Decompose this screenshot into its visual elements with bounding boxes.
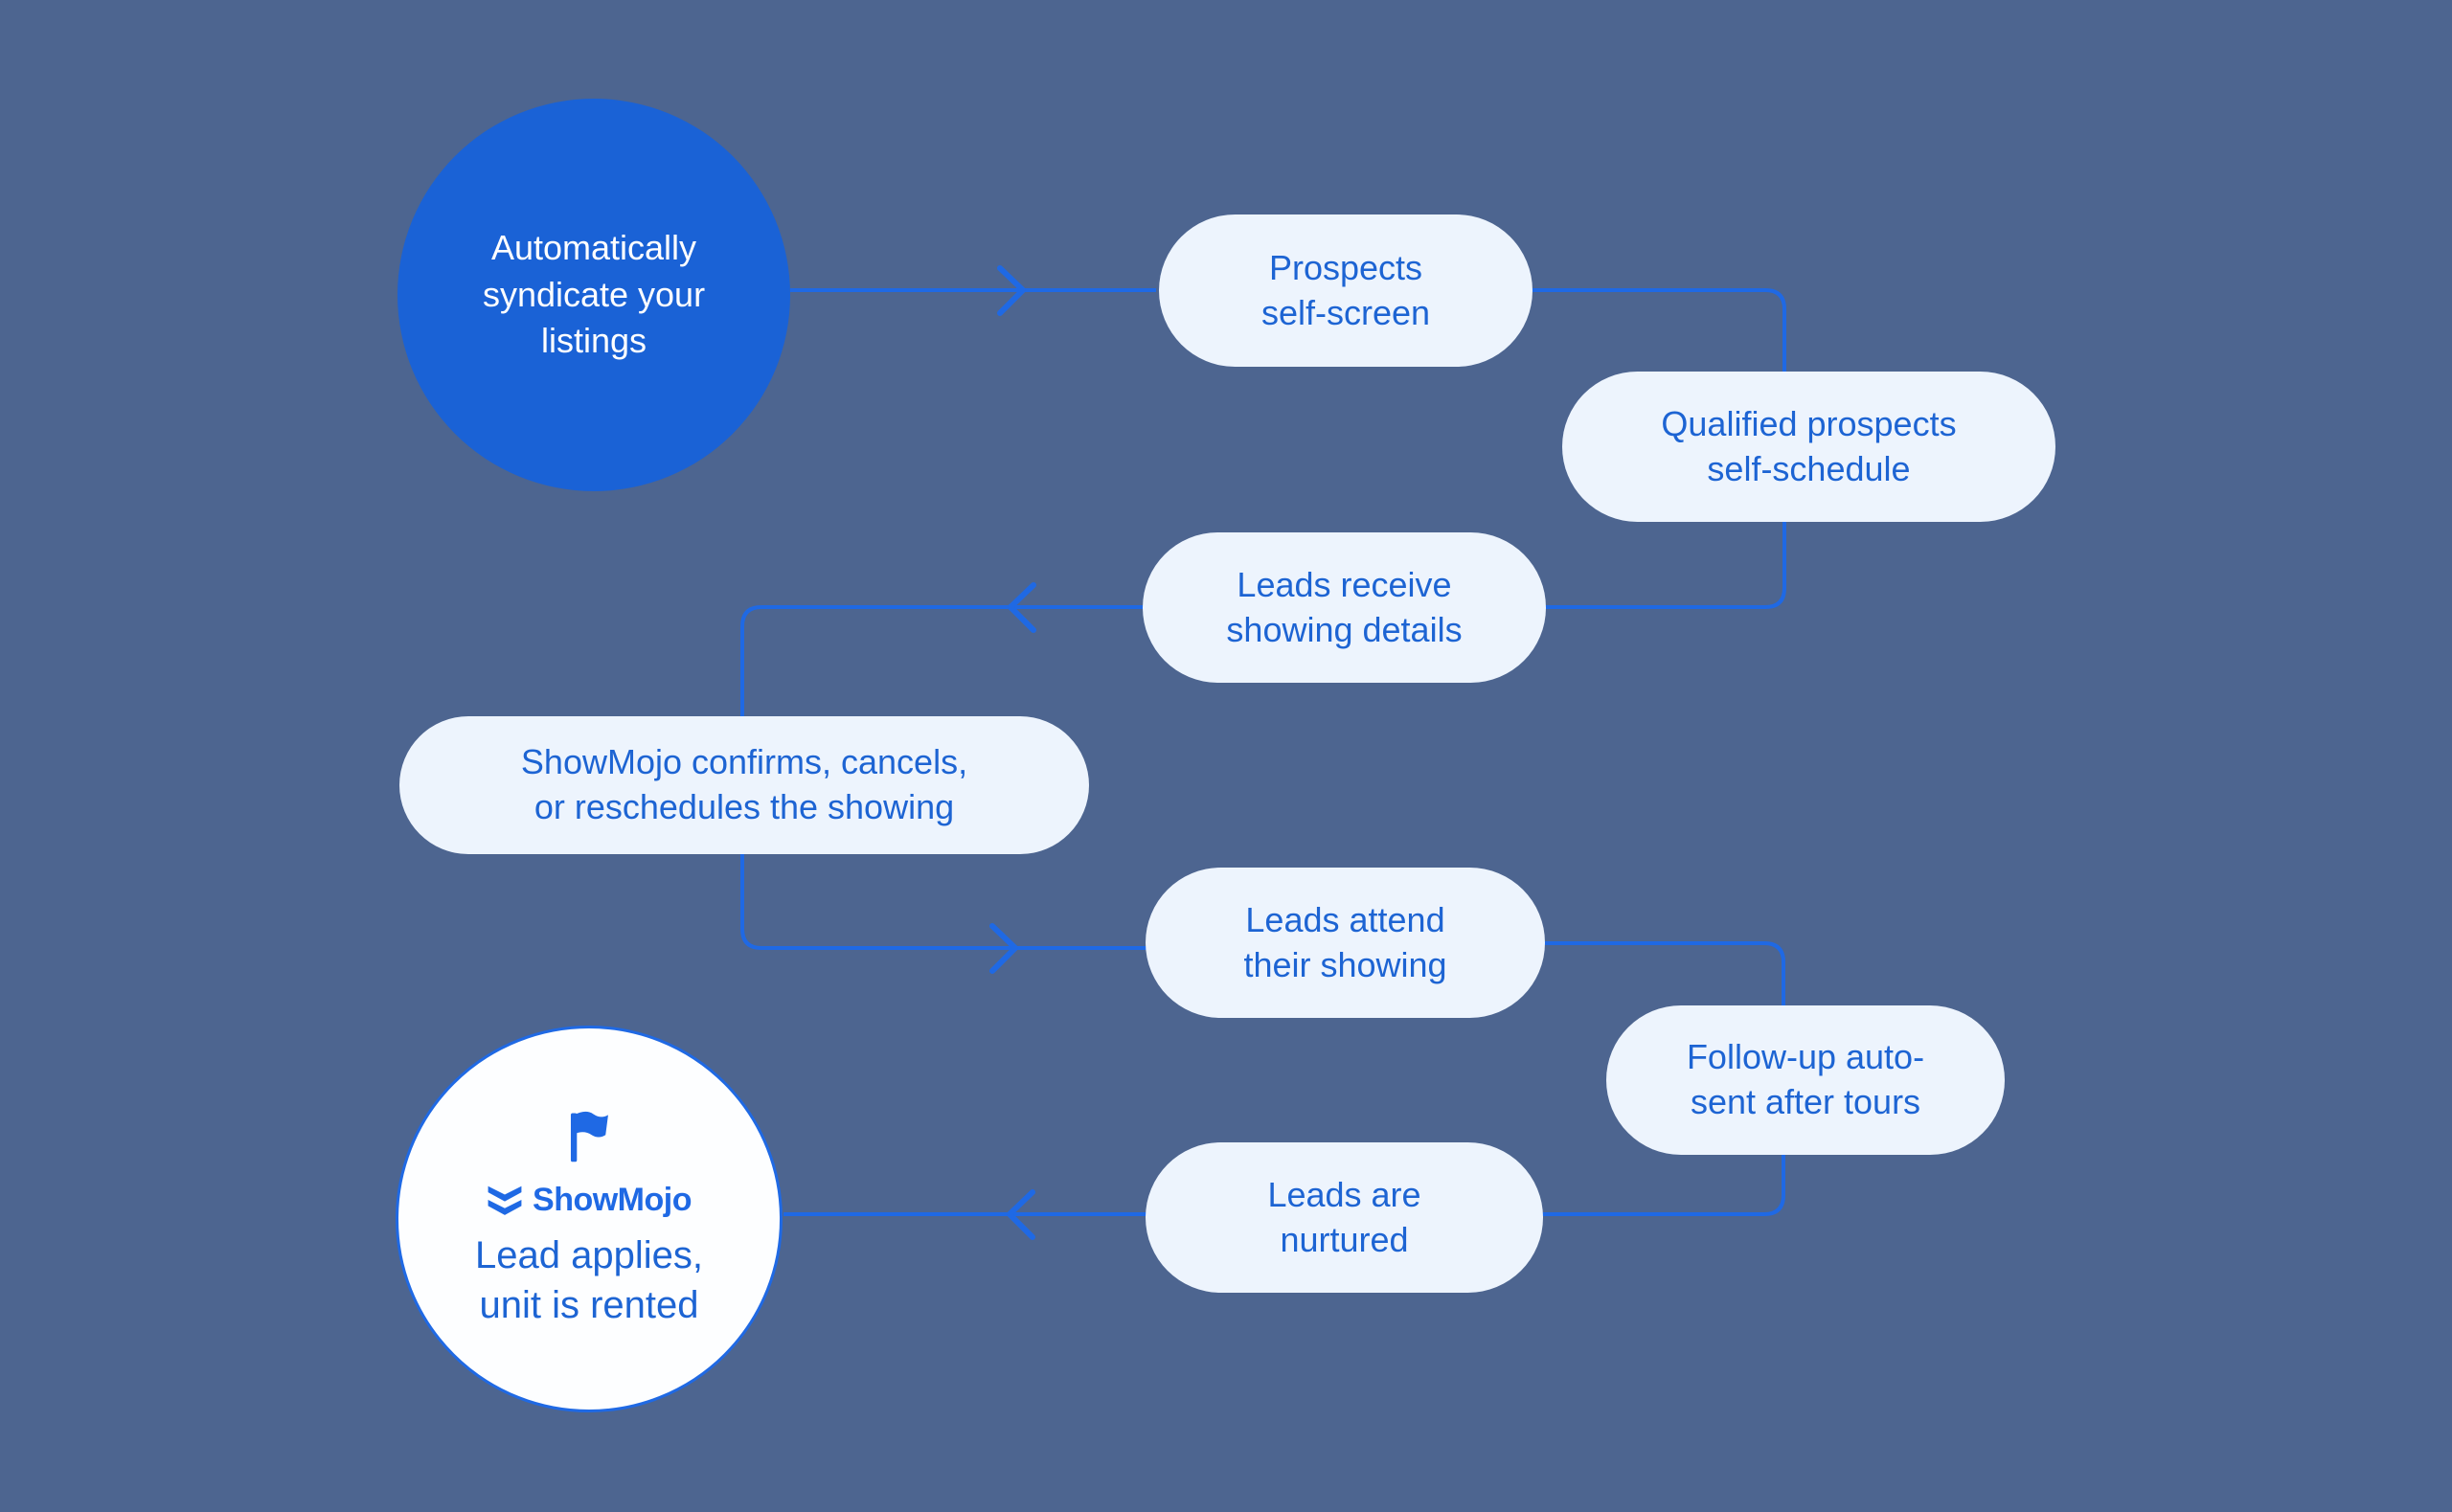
node-lead-applies-unit-rented: ShowMojo Lead applies, unit is rented bbox=[396, 1026, 783, 1412]
node-prospects-self-screen: Prospects self-screen bbox=[1159, 214, 1532, 367]
node-label: Automatically syndicate your listings bbox=[482, 228, 706, 361]
node-leads-are-nurtured: Leads are nurtured bbox=[1146, 1142, 1543, 1293]
connector-prospects-to-confirms bbox=[740, 288, 1786, 720]
arrowhead-right-icon bbox=[997, 265, 1026, 316]
node-label: Lead applies, unit is rented bbox=[475, 1234, 703, 1327]
node-syndicate-listings: Automatically syndicate your listings bbox=[397, 99, 790, 491]
arrowhead-left-icon bbox=[1007, 1189, 1035, 1240]
node-label: Follow-up auto- sent after tours bbox=[1686, 1037, 1925, 1121]
connector-confirms-to-attend bbox=[740, 852, 1147, 950]
node-leads-attend-showing: Leads attend their showing bbox=[1146, 868, 1545, 1018]
node-showmojo-confirms: ShowMojo confirms, cancels, or reschedul… bbox=[399, 716, 1089, 854]
arrowhead-left-icon bbox=[1008, 582, 1036, 633]
node-label: Leads receive showing details bbox=[1226, 564, 1463, 649]
node-label: Qualified prospects self-schedule bbox=[1661, 403, 1957, 488]
arrowhead-right-icon bbox=[989, 923, 1018, 974]
node-label: Leads are nurtured bbox=[1267, 1174, 1421, 1259]
node-follow-up-auto-sent: Follow-up auto- sent after tours bbox=[1606, 1005, 2005, 1155]
showmojo-brand: ShowMojo bbox=[487, 1179, 692, 1221]
node-label: ShowMojo confirms, cancels, or reschedul… bbox=[520, 742, 968, 826]
node-qualified-prospects-self-schedule: Qualified prospects self-schedule bbox=[1562, 372, 2055, 522]
node-label: Prospects self-screen bbox=[1260, 247, 1431, 332]
brand-name: ShowMojo bbox=[533, 1181, 692, 1218]
node-label: Leads attend their showing bbox=[1243, 899, 1447, 984]
showmojo-logo-icon bbox=[488, 1185, 522, 1215]
node-leads-receive-showing-details: Leads receive showing details bbox=[1143, 532, 1546, 683]
flag-icon bbox=[570, 1111, 608, 1162]
